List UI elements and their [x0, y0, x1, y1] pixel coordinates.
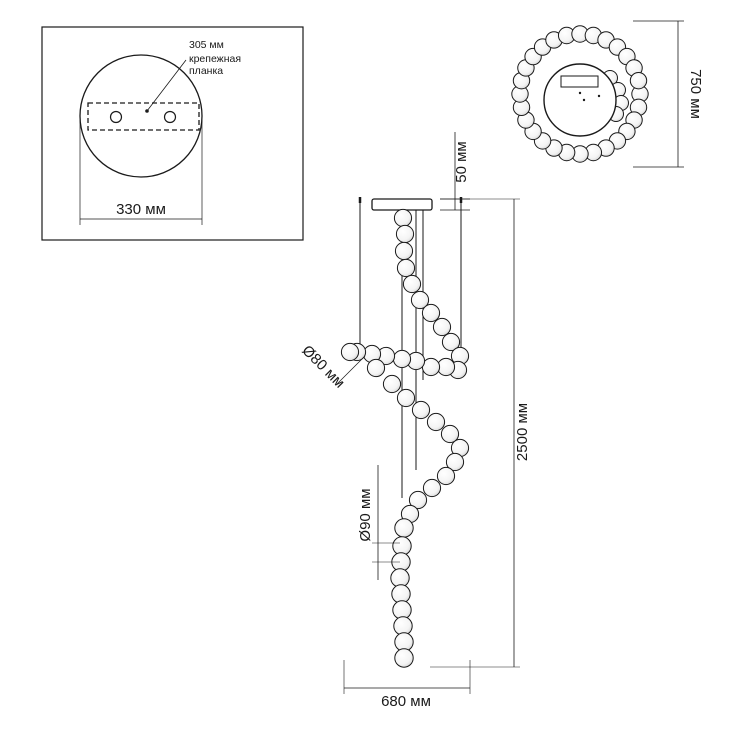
top-view-sphere-ring — [511, 25, 649, 163]
canopy-height-label: 50 мм — [453, 141, 470, 182]
side-view-sphere — [440, 424, 460, 444]
side-view-sphere — [410, 290, 430, 310]
side-view-canopy — [371, 198, 433, 211]
small-sphere-diameter-label: Ø80 мм — [298, 342, 348, 392]
small-sphere-dimension-line — [335, 355, 366, 386]
mount-plate-view: 305 мм крепежная планка 330 мм — [41, 26, 304, 241]
side-view-sphere — [445, 452, 465, 472]
total-width-label: 680 мм — [381, 693, 431, 710]
plate-width-label: 330 мм — [116, 201, 166, 218]
side-view-sphere — [394, 648, 414, 668]
top-view-diameter-label: 750 мм — [687, 69, 704, 119]
side-view-sphere — [426, 412, 446, 432]
bracket-label-line2: планка — [189, 65, 223, 77]
top-view-sphere — [629, 71, 648, 90]
top-view-bracket — [560, 75, 599, 88]
mount-hole-right — [163, 110, 177, 124]
side-view-sphere-chain — [340, 208, 470, 668]
mounting-bracket — [87, 102, 200, 131]
side-view-sphere — [340, 342, 360, 362]
side-view-sphere — [436, 466, 456, 486]
side-view: 50 мм 2500 мм 680 мм Ø80 мм Ø90 мм — [298, 132, 531, 710]
bracket-label-line1: крепежная — [189, 53, 241, 65]
top-view: 750 мм — [511, 20, 704, 168]
large-sphere-diameter-label: Ø90 мм — [357, 488, 374, 541]
top-view-hole-3 — [597, 94, 601, 98]
top-view-hole-2 — [582, 98, 586, 102]
side-view-sphere — [411, 400, 431, 420]
side-view-sphere — [396, 258, 416, 278]
side-view-sphere — [396, 388, 416, 408]
side-view-sphere — [394, 518, 414, 538]
mount-hole-left — [109, 110, 123, 124]
side-view-sphere — [408, 490, 428, 510]
side-view-sphere — [421, 303, 441, 323]
side-view-sphere — [366, 358, 386, 378]
bracket-leader-line — [146, 59, 187, 112]
bracket-width-label: 305 мм — [189, 39, 224, 51]
side-view-sphere — [392, 349, 412, 369]
mount-view-frame — [41, 26, 304, 241]
side-view-sphere — [393, 208, 413, 228]
side-view-sphere — [394, 241, 414, 261]
side-view-sphere — [422, 478, 442, 498]
side-view-sphere — [432, 317, 452, 337]
top-view-hole-1 — [578, 91, 582, 95]
total-height-label: 2500 мм — [514, 403, 531, 461]
side-view-sphere — [395, 224, 415, 244]
side-view-sphere — [402, 274, 422, 294]
side-view-sphere — [441, 332, 461, 352]
side-view-sphere — [382, 374, 402, 394]
top-view-canopy — [543, 63, 617, 137]
canopy-plate-outline — [79, 54, 203, 178]
